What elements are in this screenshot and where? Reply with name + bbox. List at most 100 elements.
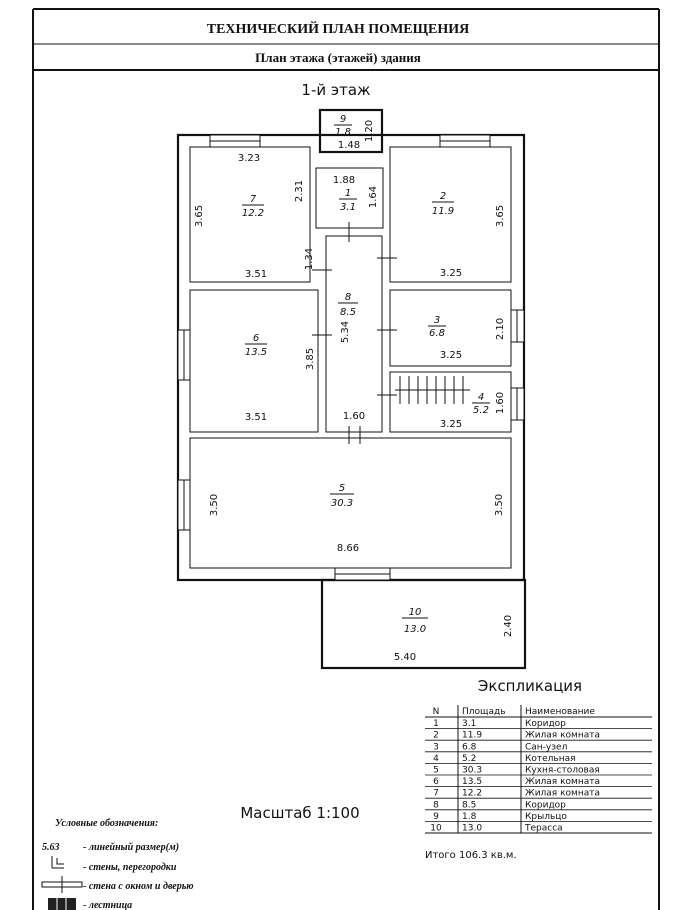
room-3-label: 36.8 <box>428 315 446 339</box>
row-number: 8 <box>433 800 439 810</box>
svg-text:3.25: 3.25 <box>440 268 462 279</box>
svg-text:3.25: 3.25 <box>440 419 462 430</box>
svg-text:7: 7 <box>250 194 257 205</box>
svg-text:1.60: 1.60 <box>495 392 506 414</box>
legend-stairs-symbol <box>48 898 76 910</box>
row-name: Крыльцо <box>525 812 567 822</box>
room-8-label: 88.5 <box>338 292 358 318</box>
doors <box>312 222 397 444</box>
staircase <box>395 376 470 404</box>
svg-text:1.8: 1.8 <box>335 127 351 138</box>
row-area: 11.9 <box>462 731 482 741</box>
svg-text:4: 4 <box>478 392 484 403</box>
row-name: Жилая комната <box>525 777 600 787</box>
room-4-label: 45.2 <box>472 392 490 416</box>
row-name: Жилая комната <box>525 731 600 741</box>
walls <box>176 108 527 670</box>
room-5-label: 530.3 <box>330 483 354 509</box>
svg-text:6: 6 <box>253 333 259 344</box>
row-name: Сан-узел <box>525 742 567 752</box>
svg-text:1: 1 <box>345 188 351 199</box>
legend-title: Условные обозначения: <box>55 818 158 829</box>
row-number: 3 <box>433 742 439 752</box>
row-number: 1 <box>433 719 439 729</box>
svg-text:8.66: 8.66 <box>337 543 359 554</box>
row-area: 5.2 <box>462 754 476 764</box>
sheet-frame <box>32 8 660 910</box>
svg-text:30.3: 30.3 <box>331 498 353 509</box>
svg-text:1.20: 1.20 <box>364 120 375 142</box>
svg-text:8.5: 8.5 <box>340 307 356 318</box>
legend-item-walls: - стены, перегородки <box>83 862 177 873</box>
svg-text:5.40: 5.40 <box>394 652 416 663</box>
svg-text:1.34: 1.34 <box>304 248 315 270</box>
svg-text:12.2: 12.2 <box>242 208 264 219</box>
table-row: 9 1.8 Крыльцо <box>425 812 652 822</box>
svg-text:2.10: 2.10 <box>495 318 506 340</box>
svg-text:3.65: 3.65 <box>495 205 506 227</box>
svg-text:1.48: 1.48 <box>338 140 360 151</box>
row-number: 4 <box>433 754 439 764</box>
row-area: 13.0 <box>462 824 482 834</box>
svg-text:3.51: 3.51 <box>245 269 267 280</box>
svg-text:5.34: 5.34 <box>340 321 351 343</box>
svg-text:8: 8 <box>345 292 351 303</box>
svg-text:1.88: 1.88 <box>333 175 355 186</box>
room-2-label: 211.9 <box>432 191 454 217</box>
legend-wall-symbol <box>51 856 64 869</box>
col-header-name: Наименование <box>525 707 595 717</box>
explication-title: Экспликация <box>478 677 582 695</box>
svg-text:5.2: 5.2 <box>473 405 489 416</box>
table-row: 6 13.5 Жилая комната <box>425 777 652 787</box>
svg-text:6.8: 6.8 <box>429 328 445 339</box>
floor-label: 1-й этаж <box>301 81 370 99</box>
legend-item-stairs: - лестница <box>83 900 132 910</box>
legend-window-door-symbol <box>41 876 83 893</box>
svg-text:3.25: 3.25 <box>440 350 462 361</box>
svg-text:13.5: 13.5 <box>245 347 267 358</box>
room-6-label: 613.5 <box>245 333 267 358</box>
table-row: 5 30.3 Кухня-столовая <box>425 766 652 776</box>
svg-text:5: 5 <box>339 483 345 494</box>
scale-label: Масштаб 1:100 <box>240 804 359 822</box>
row-number: 9 <box>433 812 439 822</box>
row-number: 6 <box>433 777 439 787</box>
legend: Условные обозначения: 5.63 - линейный ра… <box>41 818 194 910</box>
legend-item-window-door: - стена с окном и дверью <box>83 881 194 892</box>
svg-text:3.23: 3.23 <box>238 153 260 164</box>
row-number: 10 <box>430 824 442 834</box>
row-area: 8.5 <box>462 800 476 810</box>
row-number: 2 <box>433 731 439 741</box>
table-row: 2 11.9 Жилая комната <box>425 731 652 741</box>
row-area: 1.8 <box>462 812 477 822</box>
row-area: 12.2 <box>462 789 482 799</box>
svg-text:11.9: 11.9 <box>432 206 454 217</box>
svg-text:2.31: 2.31 <box>294 180 305 202</box>
windows <box>177 134 525 581</box>
row-name: Жилая комната <box>525 789 600 799</box>
svg-text:13.0: 13.0 <box>404 624 426 635</box>
col-header-area: Площадь <box>462 707 506 717</box>
svg-text:3: 3 <box>434 315 440 326</box>
col-header-n: N <box>433 707 440 717</box>
svg-text:3.85: 3.85 <box>305 348 316 370</box>
svg-text:3.51: 3.51 <box>245 412 267 423</box>
row-name: Кухня-столовая <box>525 766 600 776</box>
svg-text:1.60: 1.60 <box>343 411 365 422</box>
svg-text:2: 2 <box>440 191 446 202</box>
row-area: 13.5 <box>462 777 482 787</box>
svg-text:3.65: 3.65 <box>194 205 205 227</box>
row-number: 5 <box>433 766 439 776</box>
row-area: 30.3 <box>462 766 482 776</box>
room-10-label: 10 13.0 <box>402 607 428 635</box>
svg-text:10: 10 <box>409 607 422 618</box>
room-1-label: 13.1 <box>339 188 357 213</box>
room-9-label: 91.8 <box>334 114 352 138</box>
